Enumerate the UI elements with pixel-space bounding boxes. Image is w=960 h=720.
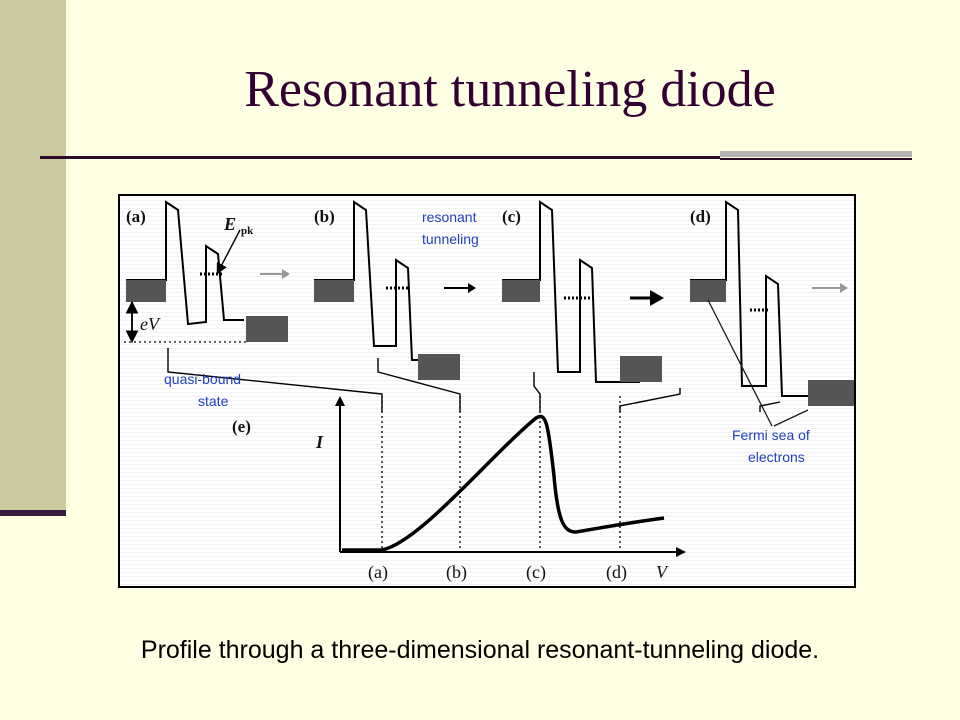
title-rule-accent (720, 151, 912, 157)
panel-label-e: (e) (232, 417, 251, 436)
energy-peak-label: E (223, 214, 236, 234)
band-diagram-b (314, 200, 476, 380)
rtd-diagram: (a) (b) (c) (d) (e) E pk eV (118, 194, 856, 588)
bias-label: eV (140, 314, 161, 334)
band-diagram-c (502, 200, 664, 383)
energy-peak-subscript: pk (241, 225, 254, 237)
axis-voltage-label: V (656, 562, 669, 582)
panel-label-b: (b) (314, 207, 335, 226)
panel-label-c: (c) (502, 207, 521, 226)
title-rule-accent-line (720, 158, 912, 160)
panel-label-a: (a) (126, 207, 146, 226)
sidebar-stripe (0, 0, 66, 510)
title-rule (40, 156, 720, 159)
figure-caption: Profile through a three-dimensional reso… (140, 636, 820, 664)
iv-plot (335, 396, 686, 557)
slide-title: Resonant tunneling diode (244, 61, 776, 118)
band-diagram-d (690, 200, 854, 406)
panel-label-d: (d) (690, 207, 711, 226)
band-diagram-a (124, 200, 290, 344)
annotation-fermi-line1: Fermi sea of (732, 427, 810, 443)
x-tick-c: (c) (526, 562, 546, 583)
annotation-fermi-line2: electrons (748, 449, 805, 465)
annotation-quasi-line2: state (198, 393, 229, 409)
axis-current-label: I (315, 432, 324, 452)
x-tick-a: (a) (368, 562, 388, 583)
x-tick-b: (b) (446, 562, 467, 583)
annotation-resonant-line2: tunneling (422, 231, 479, 247)
sidebar-cap (0, 510, 66, 516)
x-tick-d: (d) (606, 562, 627, 583)
annotation-resonant-line1: resonant (422, 209, 477, 225)
fermi-pointers (707, 299, 809, 427)
annotation-quasi-line1: quasi-bound (164, 371, 241, 387)
